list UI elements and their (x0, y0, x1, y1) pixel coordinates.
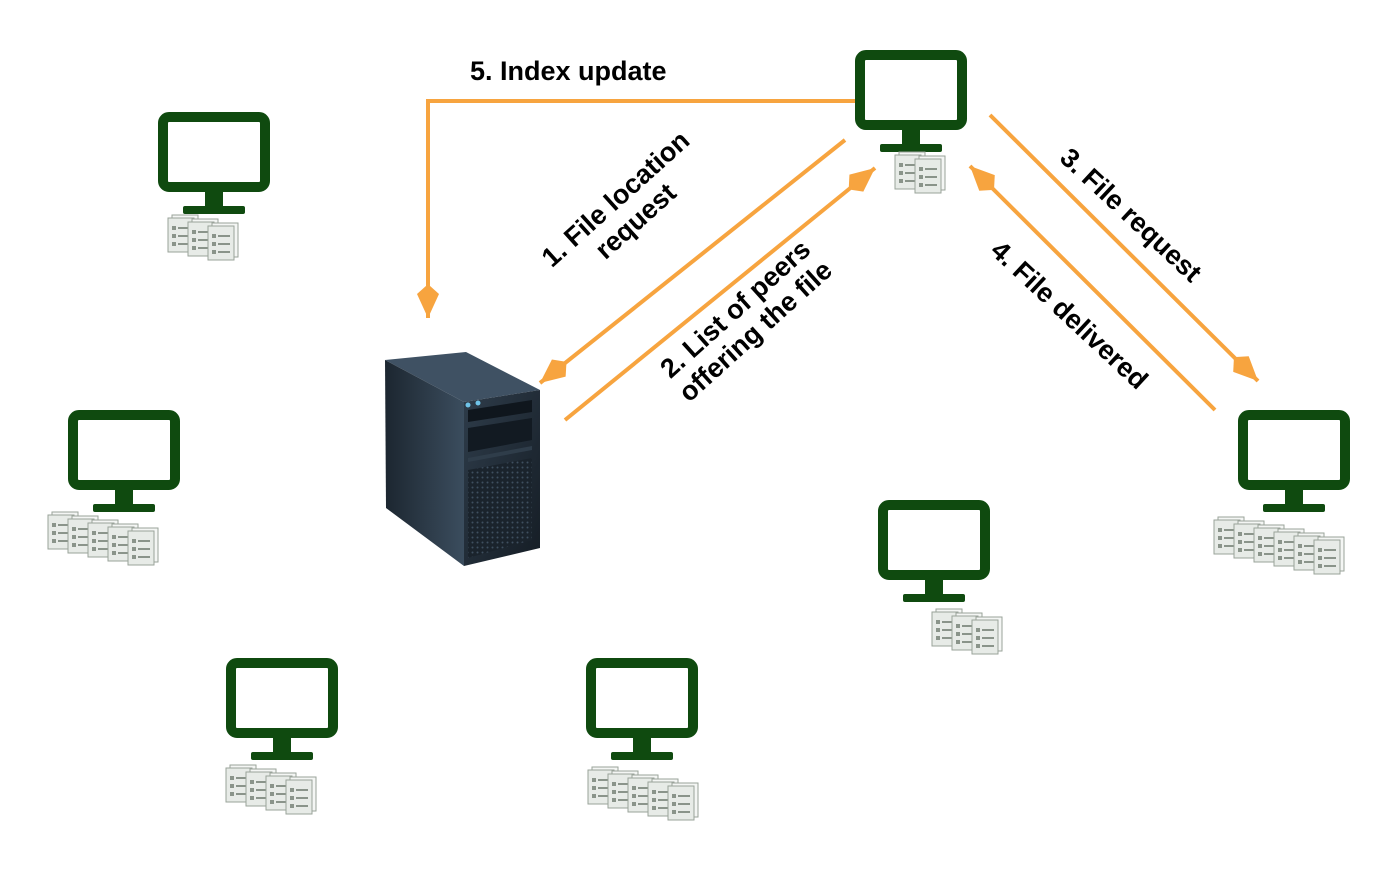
arrow-file-location-request (538, 138, 847, 385)
monitor-icon (68, 410, 180, 512)
file-docs (47, 511, 159, 566)
arrow-file-delivered (968, 164, 1217, 412)
document-icon (667, 782, 699, 821)
arrow-index-update (417, 99, 855, 318)
monitor-icon (878, 500, 990, 602)
peer-center-right (878, 500, 1003, 655)
document-icon (285, 776, 317, 815)
document-icon (127, 527, 159, 566)
arrows-layer (417, 99, 1260, 422)
peer-bottom-left (225, 658, 338, 815)
peer-mid-left (47, 410, 180, 566)
monitor-icon (1238, 410, 1350, 512)
file-docs (225, 764, 317, 815)
peer-top-center (855, 50, 967, 194)
file-docs (1213, 516, 1345, 575)
file-docs (587, 766, 699, 821)
nodes-layer (47, 50, 1350, 821)
file-docs (931, 608, 1003, 655)
document-icon (47, 511, 79, 550)
file-docs (167, 214, 239, 261)
monitor-icon (586, 658, 698, 760)
document-icon (207, 222, 239, 261)
monitor-icon (226, 658, 338, 760)
arrow-file-request (988, 113, 1260, 383)
peer-top-left (158, 112, 270, 261)
peer-bottom-center (586, 658, 699, 821)
monitor-icon (855, 50, 967, 152)
label-index-update: 5. Index update (470, 56, 667, 86)
document-icon (1313, 536, 1345, 575)
arrow-list-of-peers (563, 166, 877, 422)
document-icon (971, 616, 1003, 655)
document-icon (914, 155, 946, 194)
peer-right (1213, 410, 1350, 575)
monitor-icon (158, 112, 270, 214)
server-tower-icon (385, 352, 540, 566)
file-docs (894, 151, 946, 194)
